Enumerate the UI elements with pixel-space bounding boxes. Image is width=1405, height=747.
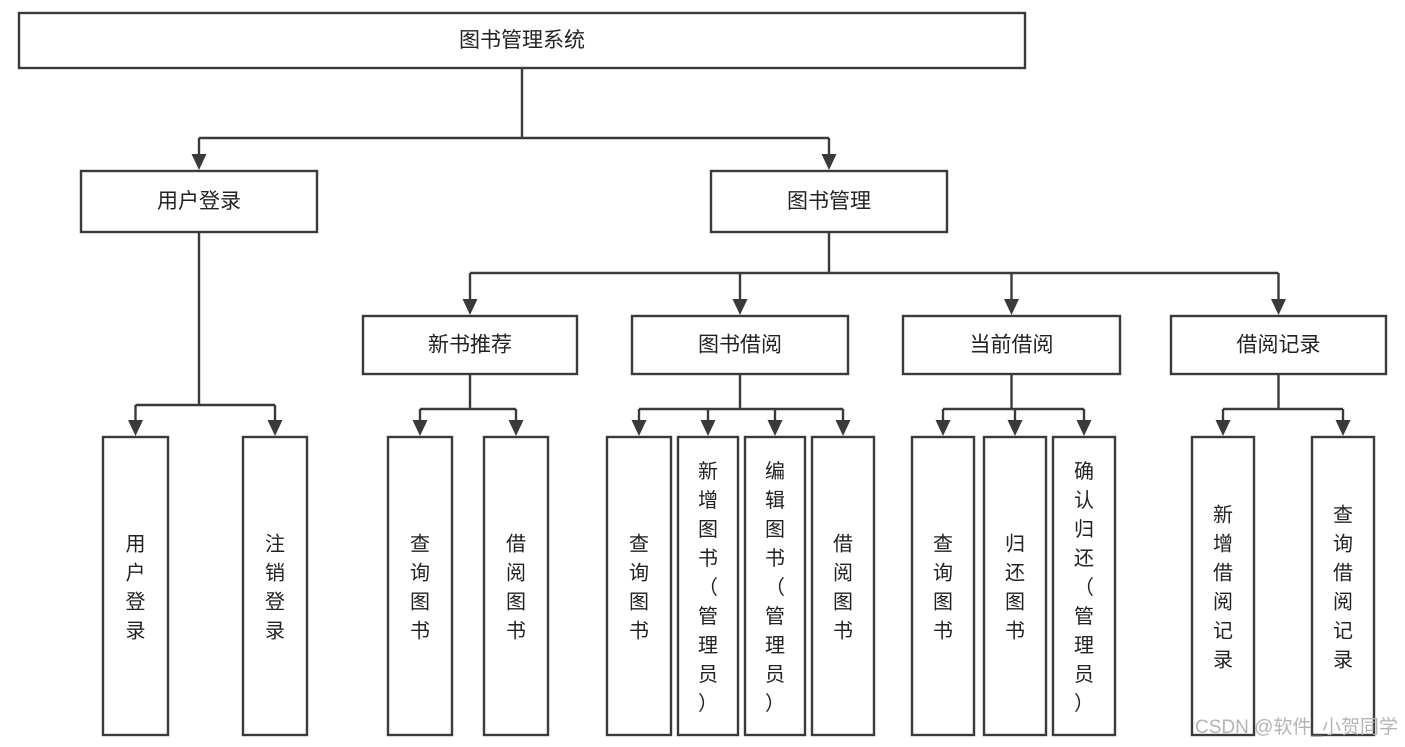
node-label-leaf-logout: 注销登录 xyxy=(265,533,285,643)
node-leaf-confirm-return[interactable]: 确认归还（管理员） xyxy=(1051,435,1117,737)
node-label-leaf-add-book: 新增图书（管理员） xyxy=(698,460,718,715)
node-label-leaf-confirm-return: 确认归还（管理员） xyxy=(1074,460,1094,715)
node-label-user-login: 用户登录 xyxy=(157,190,241,213)
node-label-leaf-borrow-book-recommend: 借阅图书 xyxy=(506,533,526,643)
node-box-leaf-edit-book xyxy=(743,435,807,737)
arrow-head xyxy=(508,420,524,436)
arrow-head xyxy=(700,420,716,436)
node-current-borrow[interactable]: 当前借阅 xyxy=(901,314,1122,376)
node-leaf-query-book-current[interactable]: 查询图书 xyxy=(910,435,976,737)
arrow-head xyxy=(767,420,783,436)
node-label-leaf-query-book-recommend: 查询图书 xyxy=(410,533,430,643)
node-leaf-query-book-borrow[interactable]: 查询图书 xyxy=(605,435,673,737)
arrow-head xyxy=(267,420,283,436)
node-box-leaf-confirm-return xyxy=(1051,435,1117,737)
node-user-login[interactable]: 用户登录 xyxy=(79,169,319,234)
node-label-current-borrow: 当前借阅 xyxy=(970,334,1054,357)
node-leaf-edit-book[interactable]: 编辑图书（管理员） xyxy=(743,435,807,737)
node-leaf-add-book[interactable]: 新增图书（管理员） xyxy=(676,435,740,737)
node-box-leaf-add-record xyxy=(1190,435,1256,737)
node-root[interactable]: 图书管理系统 xyxy=(17,11,1027,70)
node-box-leaf-add-book xyxy=(676,435,740,737)
node-leaf-add-record[interactable]: 新增借阅记录 xyxy=(1190,435,1256,737)
node-box-leaf-user-login xyxy=(101,435,170,737)
node-label-leaf-query-record: 查询借阅记录 xyxy=(1333,504,1353,672)
arrow-head xyxy=(462,299,478,315)
node-box-leaf-query-record xyxy=(1310,435,1376,737)
node-box-borrow-record xyxy=(1169,314,1388,376)
node-label-leaf-borrow-book: 借阅图书 xyxy=(833,533,853,643)
arrow-head xyxy=(1007,420,1023,436)
node-box-user-login xyxy=(79,169,319,234)
connectors-layer xyxy=(128,68,1351,436)
arrow-head xyxy=(732,299,748,315)
node-box-leaf-query-book-borrow xyxy=(605,435,673,737)
node-label-leaf-user-login: 用户登录 xyxy=(126,534,146,643)
node-box-leaf-logout xyxy=(241,435,309,737)
arrow-head xyxy=(1076,420,1092,436)
node-label-book-management: 图书管理 xyxy=(787,190,871,213)
node-leaf-query-record[interactable]: 查询借阅记录 xyxy=(1310,435,1376,737)
arrow-head xyxy=(935,420,951,436)
node-label-new-book-recommend: 新书推荐 xyxy=(428,334,512,357)
arrow-head xyxy=(1215,420,1231,436)
node-box-leaf-borrow-book-recommend xyxy=(482,435,550,737)
node-leaf-logout[interactable]: 注销登录 xyxy=(241,435,309,737)
arrow-head xyxy=(835,420,851,436)
arrow-head xyxy=(1004,299,1019,315)
node-box-leaf-return-book xyxy=(982,435,1048,737)
arrow-head xyxy=(412,420,428,436)
node-box-leaf-query-book-current xyxy=(910,435,976,737)
node-box-book-management xyxy=(709,169,949,234)
node-leaf-borrow-book[interactable]: 借阅图书 xyxy=(810,435,876,737)
node-label-borrow-record: 借阅记录 xyxy=(1237,334,1321,357)
node-label-root: 图书管理系统 xyxy=(459,29,585,52)
arrow-head xyxy=(128,420,143,436)
node-book-borrow[interactable]: 图书借阅 xyxy=(630,314,850,376)
node-label-book-borrow: 图书借阅 xyxy=(698,334,782,357)
node-leaf-query-book-recommend[interactable]: 查询图书 xyxy=(386,435,454,737)
arrow-head xyxy=(821,154,837,170)
node-leaf-borrow-book-recommend[interactable]: 借阅图书 xyxy=(482,435,550,737)
node-box-leaf-query-book-recommend xyxy=(386,435,454,737)
node-label-leaf-query-book-current: 查询图书 xyxy=(933,533,953,643)
nodes-layer: 图书管理系统用户登录图书管理新书推荐图书借阅当前借阅借阅记录用户登录注销登录查询… xyxy=(17,11,1388,737)
arrow-head xyxy=(631,420,647,436)
node-box-root xyxy=(17,11,1027,70)
node-label-leaf-edit-book: 编辑图书（管理员） xyxy=(765,460,785,715)
node-new-book-recommend[interactable]: 新书推荐 xyxy=(361,314,579,376)
node-borrow-record[interactable]: 借阅记录 xyxy=(1169,314,1388,376)
node-box-current-borrow xyxy=(901,314,1122,376)
arrow-head xyxy=(1335,420,1351,436)
node-label-leaf-query-book-borrow: 查询图书 xyxy=(629,533,649,643)
node-label-leaf-add-record: 新增借阅记录 xyxy=(1213,504,1233,672)
arrow-head xyxy=(1271,299,1286,315)
node-leaf-user-login[interactable]: 用户登录 xyxy=(101,435,170,737)
csdn-watermark: CSDN @软件_小贺同学 xyxy=(1195,716,1398,738)
node-box-book-borrow xyxy=(630,314,850,376)
node-leaf-return-book[interactable]: 归还图书 xyxy=(982,435,1048,737)
arrow-head xyxy=(191,154,207,170)
node-book-management[interactable]: 图书管理 xyxy=(709,169,949,234)
node-box-leaf-borrow-book xyxy=(810,435,876,737)
node-box-new-book-recommend xyxy=(361,314,579,376)
node-label-leaf-return-book: 归还图书 xyxy=(1005,533,1025,643)
